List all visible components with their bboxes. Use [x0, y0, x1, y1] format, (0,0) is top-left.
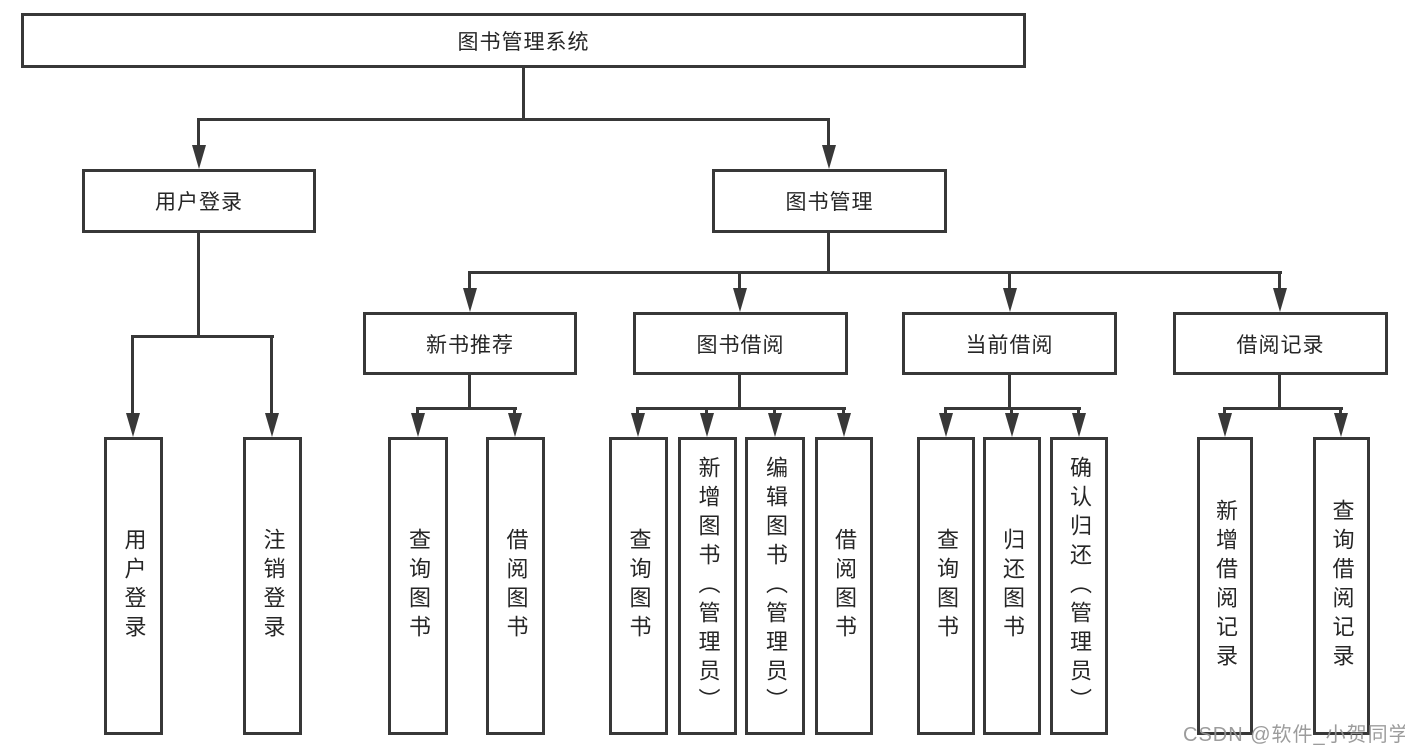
leaf-edit-book-admin: 编辑图书（管理员） — [745, 437, 805, 735]
connector-line — [1278, 271, 1281, 291]
connector-line — [1278, 375, 1281, 410]
node-user-login: 用户登录 — [82, 169, 316, 233]
leaf-borrow-book-1: 借阅图书 — [486, 437, 545, 735]
node-root-library-system: 图书管理系统 — [21, 13, 1026, 68]
node-borrow-records: 借阅记录 — [1173, 312, 1388, 375]
watermark: CSDN @软件_小贺同学 — [1183, 724, 1405, 746]
connector-line — [131, 335, 134, 415]
connector-line — [1008, 271, 1011, 291]
node-book-management: 图书管理 — [712, 169, 947, 233]
leaf-query-book-3: 查询图书 — [917, 437, 975, 735]
leaf-query-book-2: 查询图书 — [609, 437, 668, 735]
node-new-book-recommend: 新书推荐 — [363, 312, 577, 375]
arrow-down-icon — [508, 413, 522, 437]
arrow-down-icon — [733, 288, 747, 312]
arrow-down-icon — [1218, 413, 1232, 437]
arrow-down-icon — [192, 145, 206, 169]
arrow-down-icon — [822, 145, 836, 169]
leaf-return-book: 归还图书 — [983, 437, 1041, 735]
connector-line — [131, 335, 274, 338]
leaf-user-login: 用户登录 — [104, 437, 163, 735]
arrow-down-icon — [1005, 413, 1019, 437]
connector-line — [738, 375, 741, 410]
connector-line — [944, 407, 947, 415]
connector-line — [773, 407, 776, 415]
connector-line — [416, 407, 517, 410]
leaf-confirm-return-admin: 确认归还（管理员） — [1050, 437, 1108, 735]
connector-line — [842, 407, 845, 415]
connector-line — [1223, 407, 1226, 415]
connector-line — [468, 271, 1282, 274]
arrow-down-icon — [126, 413, 140, 437]
connector-line — [1010, 407, 1013, 415]
connector-line — [1077, 407, 1080, 415]
leaf-query-borrow-record: 查询借阅记录 — [1313, 437, 1370, 735]
node-current-borrow: 当前借阅 — [902, 312, 1117, 375]
node-book-borrow: 图书借阅 — [633, 312, 848, 375]
connector-line — [1223, 407, 1343, 410]
connector-line — [827, 118, 830, 146]
arrow-down-icon — [463, 288, 477, 312]
leaf-add-book-admin: 新增图书（管理员） — [678, 437, 737, 735]
connector-line — [522, 68, 525, 120]
leaf-add-borrow-record: 新增借阅记录 — [1197, 437, 1253, 735]
arrow-down-icon — [1273, 288, 1287, 312]
leaf-query-book-1: 查询图书 — [388, 437, 448, 735]
arrow-down-icon — [411, 413, 425, 437]
arrow-down-icon — [939, 413, 953, 437]
connector-line — [197, 233, 200, 337]
connector-line — [1008, 375, 1011, 410]
connector-line — [197, 118, 200, 146]
connector-line — [513, 407, 516, 415]
connector-line — [270, 335, 273, 415]
leaf-borrow-book-2: 借阅图书 — [815, 437, 873, 735]
arrow-down-icon — [1334, 413, 1348, 437]
leaf-logout: 注销登录 — [243, 437, 302, 735]
connector-line — [468, 375, 471, 410]
connector-line — [705, 407, 708, 415]
connector-line — [827, 233, 830, 273]
connector-line — [636, 407, 846, 410]
arrow-down-icon — [631, 413, 645, 437]
arrow-down-icon — [265, 413, 279, 437]
connector-line — [468, 271, 471, 291]
arrow-down-icon — [1003, 288, 1017, 312]
connector-line — [1339, 407, 1342, 415]
connector-line — [416, 407, 419, 415]
connector-line — [197, 118, 830, 121]
connector-line — [636, 407, 639, 415]
arrow-down-icon — [837, 413, 851, 437]
arrow-down-icon — [1072, 413, 1086, 437]
arrow-down-icon — [768, 413, 782, 437]
connector-line — [738, 271, 741, 291]
arrow-down-icon — [700, 413, 714, 437]
